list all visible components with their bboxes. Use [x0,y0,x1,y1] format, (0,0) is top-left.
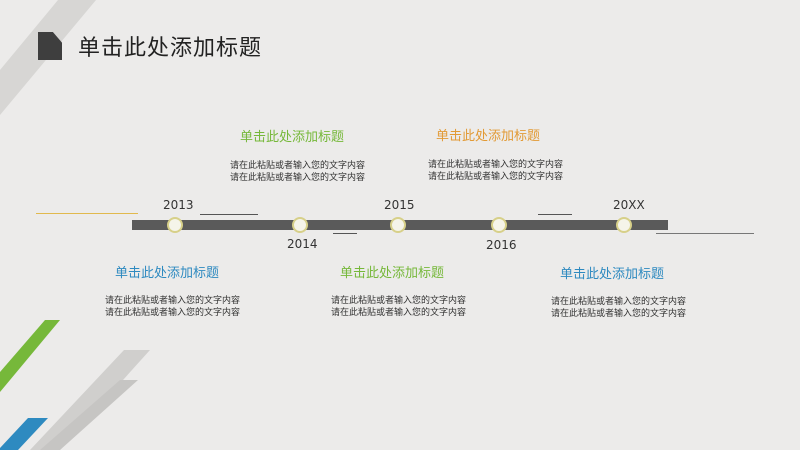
event-body-3[interactable]: 请在此粘贴或者输入您的文字内容 请在此粘贴或者输入您的文字内容 [105,295,240,319]
event-title-4[interactable]: 单击此处添加标题 [340,266,445,281]
event-line: 请在此粘贴或者输入您的文字内容 [105,308,241,318]
event-title-1[interactable]: 单击此处添加标题 [240,130,345,145]
event-line: 请在此粘贴或者输入您的文字内容 [230,161,366,171]
year-label-2013: 2013 [163,198,194,212]
timeline-node-20xx [616,217,632,233]
accent-line-right [656,233,754,234]
event-title-2[interactable]: 单击此处添加标题 [436,129,541,144]
event-line: 请在此粘贴或者输入您的文字内容 [105,296,241,306]
event-title-3[interactable]: 单击此处添加标题 [115,266,220,281]
timeline-node-2016 [491,217,507,233]
event-line: 请在此粘贴或者输入您的文字内容 [551,309,687,319]
page-title[interactable]: 单击此处添加标题 [78,36,263,61]
event-body-2[interactable]: 请在此粘贴或者输入您的文字内容 请在此粘贴或者输入您的文字内容 [428,159,563,183]
accent-line-left [36,213,138,214]
event-line: 请在此粘贴或者输入您的文字内容 [428,160,564,170]
event-line: 请在此粘贴或者输入您的文字内容 [230,173,366,183]
year-label-20xx: 20XX [613,198,645,212]
event-title-5[interactable]: 单击此处添加标题 [560,267,665,282]
event-line: 请在此粘贴或者输入您的文字内容 [331,308,467,318]
tick-line-2014 [333,233,357,234]
event-line: 请在此粘贴或者输入您的文字内容 [428,172,564,182]
year-label-2014: 2014 [287,237,318,251]
tick-line-2016 [538,214,572,215]
event-body-1[interactable]: 请在此粘贴或者输入您的文字内容 请在此粘贴或者输入您的文字内容 [230,160,365,184]
stripe-green [0,320,60,392]
stripe-gray-mid [40,380,138,450]
event-line: 请在此粘贴或者输入您的文字内容 [331,296,467,306]
year-label-2015: 2015 [384,198,415,212]
event-body-4[interactable]: 请在此粘贴或者输入您的文字内容 请在此粘贴或者输入您的文字内容 [331,295,466,319]
event-line: 请在此粘贴或者输入您的文字内容 [551,297,687,307]
timeline-node-2013 [167,217,183,233]
event-body-5[interactable]: 请在此粘贴或者输入您的文字内容 请在此粘贴或者输入您的文字内容 [551,296,686,320]
stripe-gray-large [30,350,150,450]
timeline-node-2014 [292,217,308,233]
timeline-node-2015 [390,217,406,233]
stripe-blue [0,418,48,450]
year-label-2016: 2016 [486,238,517,252]
tick-line-2013 [200,214,258,215]
